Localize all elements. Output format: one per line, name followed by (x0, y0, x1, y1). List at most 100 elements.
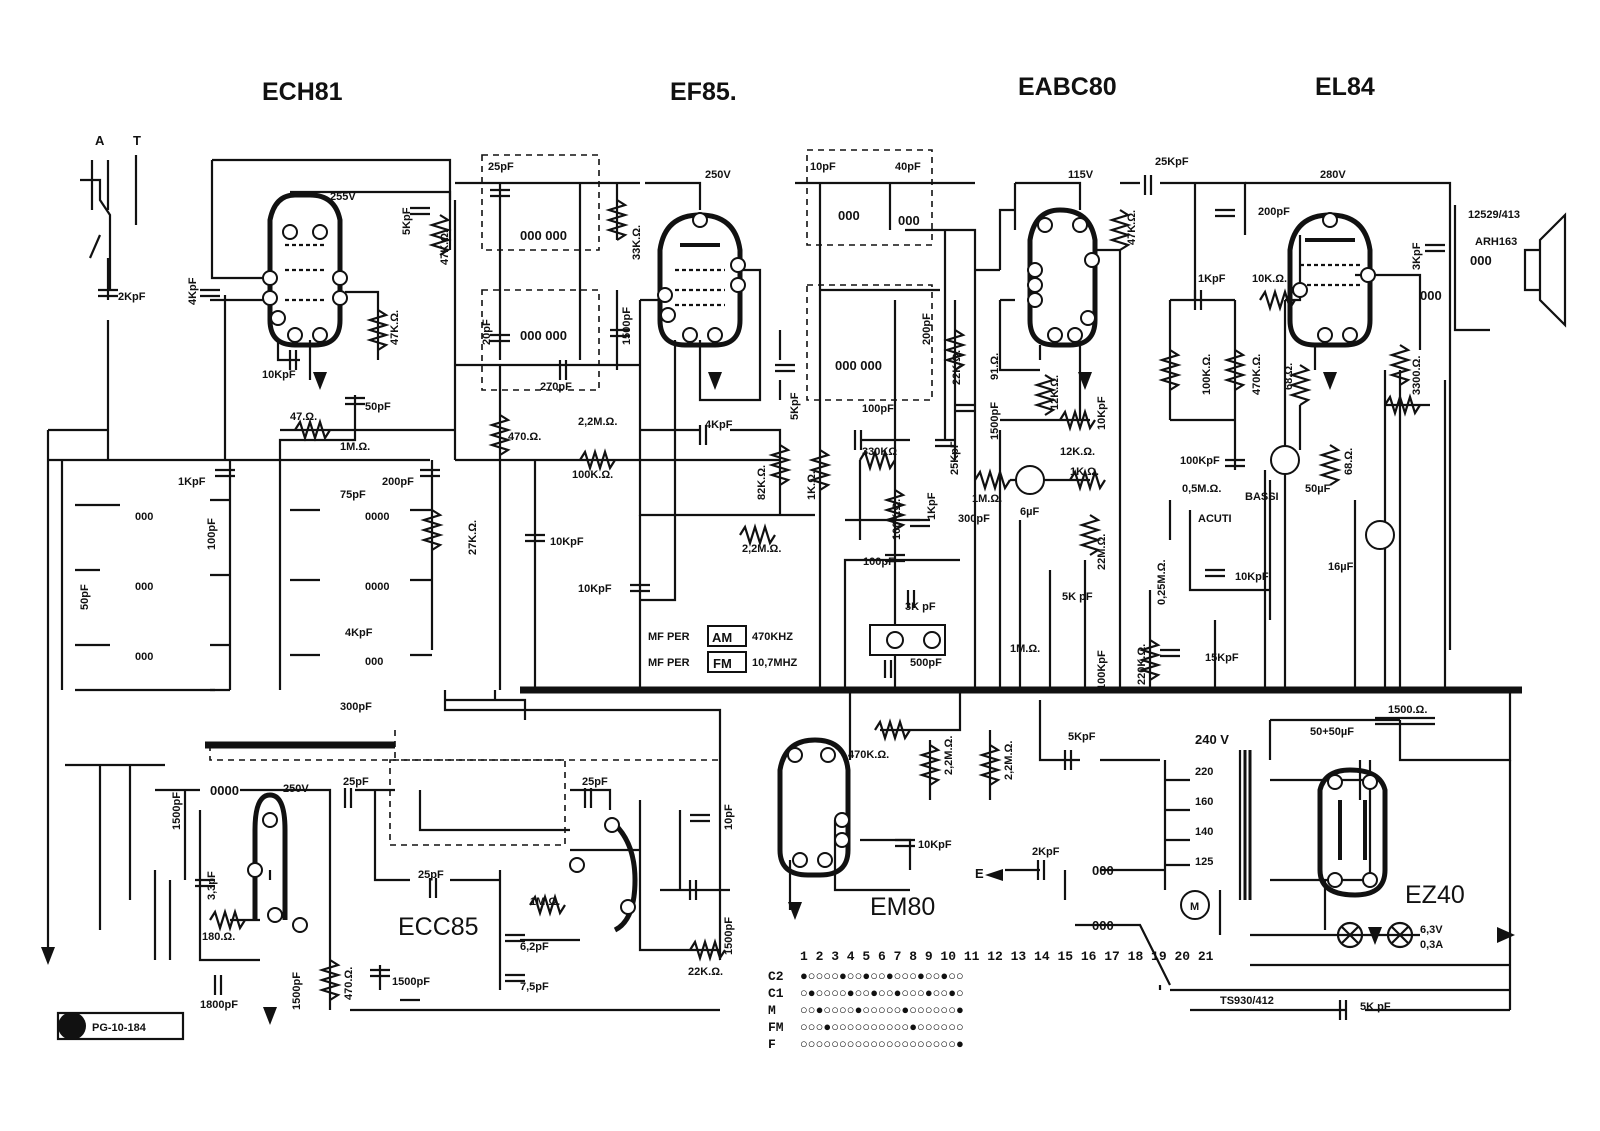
label-c-16uf: 16µF (1328, 561, 1354, 573)
tube-ef85 (657, 212, 746, 348)
label-r-470k-tone: 470K.Ω. (1251, 354, 1263, 395)
label-c-1500pf-fm-b: 1500pF (291, 972, 303, 1010)
label-c-100kpf-d: 100KpF (1096, 650, 1108, 690)
label-motor: M (1190, 901, 1199, 913)
label-c-10pf-eabc: 10pF (810, 161, 836, 173)
svg-text:000: 000 (1420, 288, 1442, 303)
label-c-4kpf-left: 4KpF (187, 277, 199, 305)
label-r-1m-ech: 1M.Ω. (340, 441, 370, 453)
svg-text:000 000: 000 000 (520, 228, 567, 243)
switch-row-label-m: M (768, 1003, 776, 1018)
tube-label-eabc80: EABC80 (1018, 73, 1117, 101)
label-r-91: 91.Ω. (989, 353, 1001, 380)
label-r-180: 180.Ω. (202, 931, 235, 943)
shield-boxes (209, 149, 933, 846)
misc-symbols (41, 212, 1567, 1041)
label-earth: E (975, 866, 984, 881)
label-c-1500pf-fm-d: 1500pF (723, 917, 735, 955)
label-c-4kpf-bank: 4KpF (345, 627, 373, 639)
label-c-40pf: 40pF (895, 161, 921, 173)
voltage-labels: 255V 250V 115V 280V 250V 240 V 220 160 1… (283, 169, 1443, 951)
label-r-47k-ech: 47K.Ω. (389, 310, 401, 345)
if-am-prefix: MF PER (648, 631, 690, 643)
svg-text:000: 000 (898, 213, 920, 228)
label-c-25kpf-top: 25KpF (1155, 156, 1189, 168)
label-c-25pf-fm-c: 25pF (582, 776, 608, 788)
label-r-47k-top: 47K.Ω. (439, 230, 451, 265)
label-r-220k: 220K.Ω. (1136, 644, 1148, 685)
svg-text:0000: 0000 (365, 511, 389, 523)
label-r-470-fm: 470.Ω. (343, 967, 355, 1000)
voltage-250v-ecc85: 250V (283, 783, 309, 795)
label-c-200pf-bank: 200pF (382, 476, 414, 488)
label-c-1500pf-fm: 1500pF (171, 792, 183, 830)
label-c-4kpf-ef: 4KpF (705, 419, 733, 431)
wiring (46, 155, 1512, 1012)
tap-220: 220 (1195, 766, 1213, 778)
label-speaker: ARH163 (1475, 236, 1517, 248)
svg-text:000: 000 (365, 656, 383, 668)
label-mains-transformer: TS930/412 (1220, 995, 1274, 1007)
switch-matrix-header: 1 2 3 4 5 6 7 8 9 10 11 12 13 14 15 16 1… (800, 949, 1214, 964)
tap-140: 140 (1195, 826, 1213, 838)
switch-row-pattern-c2: ●○○○○●○○●○○●○○○●○○●○○ (800, 969, 964, 984)
label-c-3-3pf: 3,3pF (206, 871, 218, 900)
document-id: PG-10-184 (92, 1022, 147, 1034)
switch-row-label-fm: FM (768, 1020, 784, 1035)
label-c-10kpf-ef-b: 10KpF (578, 583, 612, 595)
antenna-labels: A T (95, 133, 141, 148)
label-c-3kpf-el: 3KpF (1411, 242, 1423, 270)
label-c-1500pf-if: 1500pF (621, 307, 633, 345)
switch-matrix: 1 2 3 4 5 6 7 8 9 10 11 12 13 14 15 16 1… (768, 949, 1214, 1052)
label-c-500pf: 500pF (910, 657, 942, 669)
svg-text:000: 000 (1092, 918, 1114, 933)
label-c-100pf-d: 100pF (862, 403, 894, 415)
svg-text:000: 000 (135, 581, 153, 593)
antenna-label-a: A (95, 133, 105, 148)
label-r-1k: 1K.Ω. (806, 471, 818, 500)
label-r-22k-d: 22K.Ω. (951, 350, 963, 385)
svg-text:000 000: 000 000 (520, 328, 567, 343)
if-am-freq: 470KHZ (752, 631, 793, 643)
label-r-1m-d: 1M.Ω. (972, 493, 1002, 505)
tube-label-ecc85: ECC85 (398, 913, 479, 941)
label-r-47-ohm: 47.Ω. (290, 411, 317, 423)
label-c-10kpf-ech: 10KpF (262, 369, 296, 381)
tube-label-el84: EL84 (1315, 73, 1375, 101)
label-r-68: 68.Ω. (1283, 363, 1295, 390)
tube-em80 (777, 737, 851, 878)
svg-text:000: 000 (1470, 253, 1492, 268)
label-r-1m-fm: 1M.Ω. (530, 896, 560, 908)
svg-text:0000: 0000 (365, 581, 389, 593)
label-c-10kpf-ef-a: 10KpF (550, 536, 584, 548)
label-c-5kpf-bottom: 5K pF (1360, 1001, 1391, 1013)
label-c-50uf: 50µF (1305, 483, 1331, 495)
label-r-3300: 3300.Ω. (1411, 356, 1423, 395)
if-fm-freq: 10,7MHZ (752, 657, 798, 669)
label-c-50pf: 50pF (365, 401, 391, 413)
heater-current: 0,3A (1420, 939, 1443, 951)
antenna-label-t: T (133, 133, 141, 148)
label-c-1kpf-bank: 1KpF (178, 476, 206, 488)
voltage-255v: 255V (330, 191, 356, 203)
switch-row-pattern-c1: ○●○○○○●○○●○○●○○○●○○●○ (800, 986, 964, 1001)
label-r-100k-ef: 100K.Ω. (572, 469, 613, 481)
if-am-box: AM (712, 630, 732, 645)
label-c-1800pf: 1800pF (200, 999, 238, 1011)
svg-text:000: 000 (135, 511, 153, 523)
label-r-1500: 1500.Ω. (1388, 704, 1427, 716)
label-c-7-5pf: 7,5pF (520, 981, 549, 993)
tube-eabc80 (1027, 207, 1100, 348)
switch-row-label-f: F (768, 1037, 776, 1052)
label-r-10k-tone: 10K.Ω. (1252, 273, 1287, 285)
label-c-10kpf-em: 10KpF (918, 839, 952, 851)
label-c-5kpf-d: 5K pF (1062, 591, 1093, 603)
label-c-10pf-fm: 10pF (723, 804, 735, 830)
coils: 000 000 000 000 000 000 000 000 000 000 … (135, 208, 1492, 933)
label-c-200pf-top: 200pF (1258, 206, 1290, 218)
label-r-470k-em: 470K.Ω. (848, 749, 889, 761)
label-r-2-2m-a: 2,2M.Ω. (578, 416, 617, 428)
label-r-100k-d: 100K.Ω. (891, 499, 903, 540)
switch-row-pattern-f: ○○○○○○○○○○○○○○○○○○○○● (800, 1037, 964, 1052)
